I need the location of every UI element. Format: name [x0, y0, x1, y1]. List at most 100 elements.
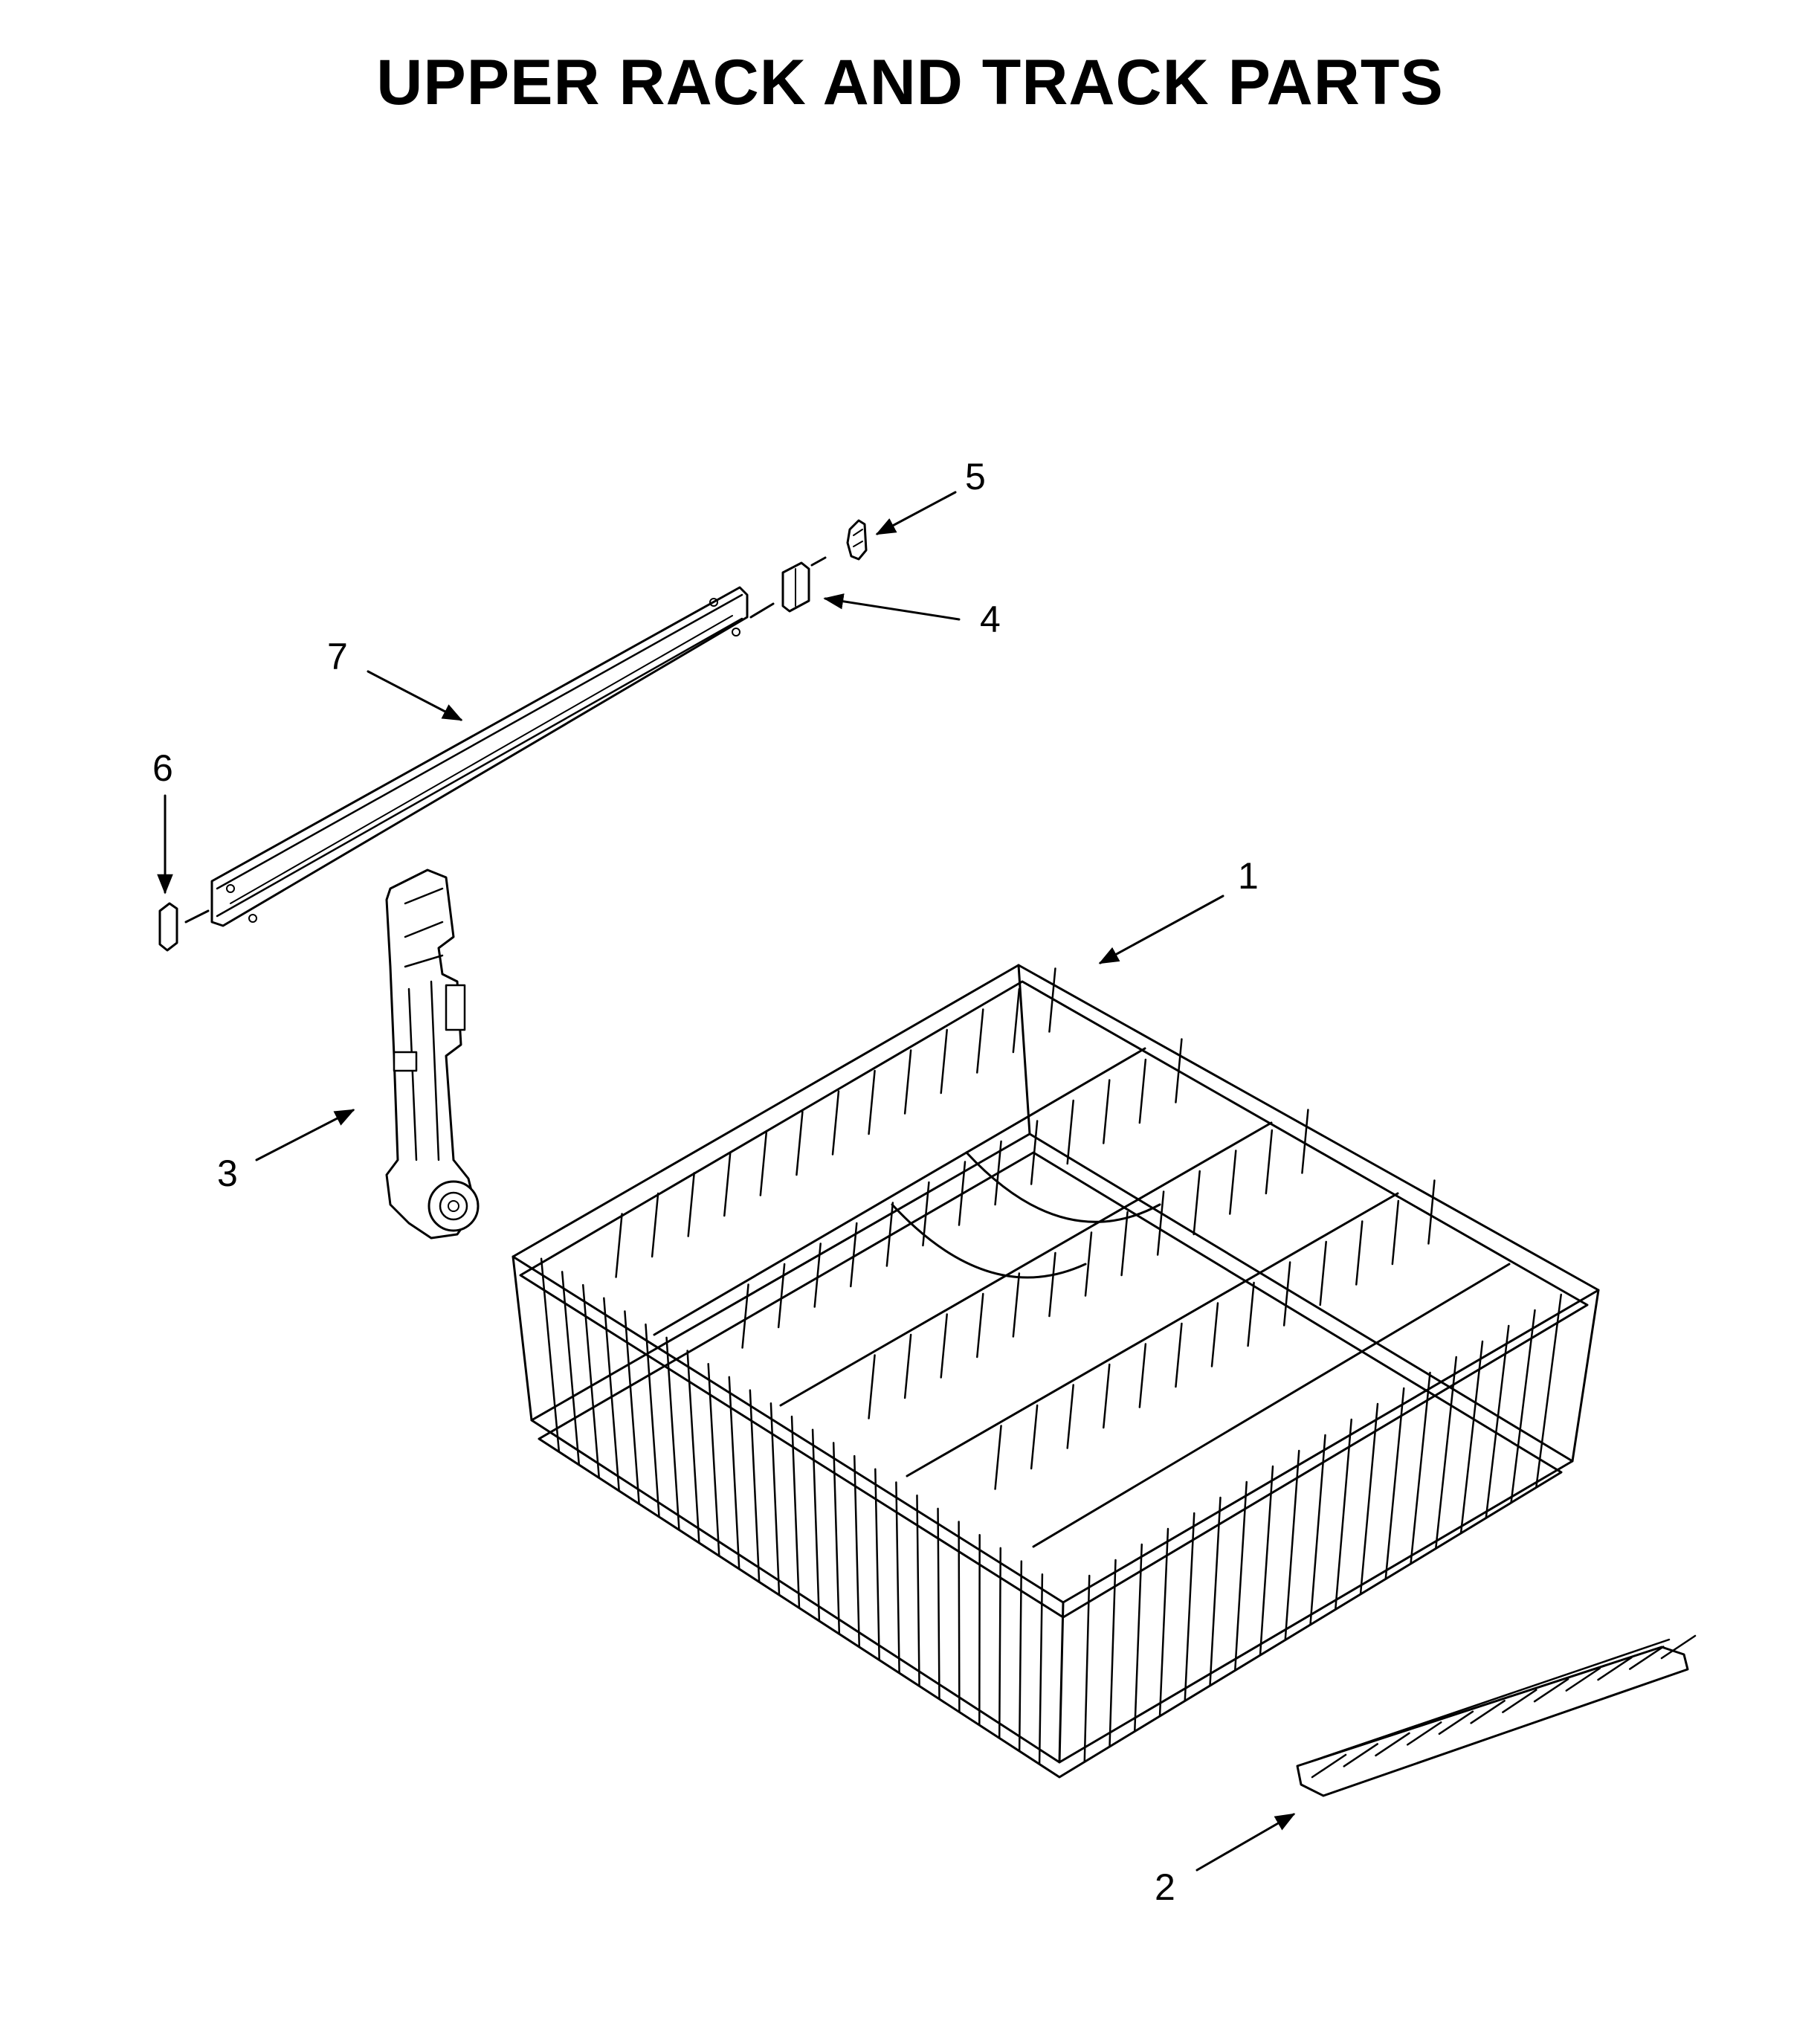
- wire: [813, 1243, 822, 1308]
- wire: [1359, 1402, 1379, 1596]
- wire: [1234, 1480, 1248, 1672]
- wire: [1435, 1356, 1457, 1550]
- wire: [874, 1468, 880, 1661]
- wire: [1375, 1732, 1410, 1757]
- wire: [1012, 987, 1021, 1054]
- wire: [853, 1454, 861, 1648]
- wire: [1247, 1281, 1255, 1347]
- wire: [1184, 1512, 1195, 1702]
- wire: [1309, 1434, 1326, 1626]
- wire: [1502, 1689, 1537, 1713]
- wire: [958, 1161, 967, 1226]
- wire: [976, 1292, 984, 1359]
- wire: [1319, 1240, 1327, 1306]
- wire: [1629, 1646, 1665, 1670]
- wire: [687, 1172, 695, 1237]
- wire: [1066, 1384, 1074, 1449]
- wire: [1103, 1363, 1111, 1429]
- wire: [1229, 1150, 1237, 1215]
- tine-row-insert-drawing: [1296, 1634, 1697, 1797]
- wire: [1109, 1559, 1117, 1748]
- wire: [940, 1028, 948, 1095]
- wire: [624, 1310, 640, 1505]
- wire: [1209, 1496, 1222, 1687]
- wire: [976, 1008, 984, 1074]
- wire: [1533, 1677, 1569, 1703]
- wire: [1038, 1573, 1044, 1765]
- track-rail-drawing: [210, 586, 775, 927]
- wire: [1259, 1465, 1274, 1657]
- callout-3: 3: [217, 1153, 238, 1194]
- wire: [603, 1297, 620, 1492]
- wire: [1210, 1302, 1219, 1367]
- wire: [850, 1222, 858, 1288]
- wire: [1138, 1343, 1147, 1408]
- wire: [1660, 1634, 1697, 1660]
- wire: [1410, 1371, 1431, 1565]
- wire: [540, 1257, 561, 1453]
- wire: [903, 1049, 912, 1115]
- wire: [759, 1131, 768, 1196]
- wire: [885, 1202, 894, 1267]
- wire: [1470, 1700, 1506, 1724]
- track-front-stop-drawing: [158, 902, 210, 952]
- wire: [1158, 1527, 1169, 1718]
- wire: [1391, 1199, 1400, 1266]
- wire: [1084, 1231, 1093, 1297]
- wire: [937, 1507, 940, 1701]
- wire: [994, 1425, 1002, 1490]
- wire: [777, 1263, 786, 1329]
- wire: [916, 1494, 920, 1687]
- wire: [1355, 1220, 1364, 1286]
- wire: [940, 1313, 948, 1379]
- wire: [832, 1442, 841, 1635]
- wire: [1030, 1120, 1039, 1185]
- wire: [998, 1547, 1002, 1739]
- callout-7: 7: [327, 636, 348, 677]
- wire: [749, 1389, 761, 1583]
- wire: [1427, 1179, 1436, 1245]
- wire: [665, 1336, 680, 1531]
- wire: [615, 1213, 623, 1278]
- wire: [1083, 1574, 1091, 1763]
- wire: [1265, 1129, 1274, 1195]
- wire: [561, 1271, 581, 1466]
- callout-6: 6: [152, 747, 173, 789]
- wire: [868, 1354, 876, 1419]
- wire: [1134, 1543, 1143, 1733]
- wire: [723, 1151, 732, 1217]
- wire: [741, 1283, 749, 1349]
- callout-4: 4: [980, 599, 1001, 640]
- wire: [994, 1140, 1002, 1206]
- wire: [1459, 1340, 1484, 1535]
- wire: [707, 1362, 720, 1557]
- wire: [1282, 1261, 1291, 1327]
- wire: [1120, 1211, 1129, 1277]
- rack-adjuster-drawing: [385, 868, 480, 1240]
- wire: [1030, 1404, 1039, 1470]
- wire: [790, 1415, 801, 1609]
- wire: [769, 1402, 781, 1596]
- upper-rack-drawing: [512, 964, 1600, 1779]
- track-stop-drawing: [846, 519, 868, 561]
- wire: [1156, 1190, 1165, 1256]
- callout-1: 1: [1238, 855, 1259, 897]
- callout-arrows: [157, 491, 1296, 1872]
- wire: [1175, 1038, 1183, 1103]
- wire: [796, 1110, 804, 1176]
- callout-5: 5: [965, 456, 986, 497]
- wire: [868, 1069, 876, 1135]
- wire: [1335, 1418, 1352, 1611]
- wire: [895, 1481, 900, 1675]
- wire: [1048, 1251, 1056, 1318]
- wire: [903, 1333, 912, 1399]
- wire: [686, 1350, 700, 1544]
- wire: [1175, 1322, 1183, 1388]
- wire: [1048, 967, 1056, 1033]
- wire: [831, 1090, 840, 1156]
- wire: [1103, 1079, 1111, 1144]
- wire: [1193, 1170, 1201, 1236]
- wire: [1406, 1721, 1442, 1746]
- track-end-cap-drawing: [781, 556, 827, 613]
